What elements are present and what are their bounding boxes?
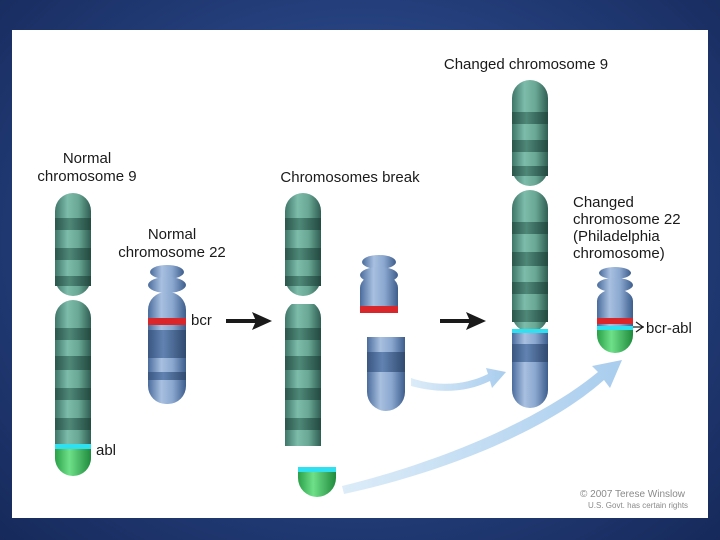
broken-abl-fragment <box>298 467 336 497</box>
step-arrow-1 <box>226 312 272 330</box>
normal22-label-line2: chromosome 22 <box>118 244 226 261</box>
changed9-label: Changed chromosome 9 <box>444 56 608 73</box>
bcr-label: bcr <box>191 312 212 329</box>
rights-credit: U.S. Govt. has certain rights <box>588 501 688 510</box>
broken-chromosome-9 <box>285 193 321 446</box>
changed-chromosome-9 <box>512 80 548 408</box>
abl-label: abl <box>96 442 116 459</box>
bcr-abl-label: bcr-abl <box>646 320 692 337</box>
bcr-band <box>148 318 186 325</box>
step-arrow-2 <box>440 312 486 330</box>
normal-chromosome-22 <box>148 265 186 404</box>
changed22-label-line2: chromosome 22 <box>573 211 681 228</box>
changed22-label-line3: (Philadelphia <box>573 228 660 245</box>
normal-chromosome-9 <box>55 193 91 476</box>
changed-chromosome-22 <box>597 267 645 353</box>
break-label: Chromosomes break <box>280 169 420 186</box>
copyright-credit: © 2007 Terese Winslow <box>580 489 686 500</box>
normal9-label-line1: Normal <box>63 150 111 167</box>
diagram-panel <box>12 30 708 518</box>
normal22-label-line1: Normal <box>148 226 196 243</box>
bcr-abl-junction <box>597 326 633 330</box>
abl-junction-band <box>55 444 91 449</box>
bcr-abl-red-band <box>597 318 633 324</box>
abl-gene-region <box>55 447 91 476</box>
changed9-junction <box>512 329 548 333</box>
changed22-label-line4: chromosome) <box>573 245 665 262</box>
flow-arrow-22-to-9 <box>411 368 506 391</box>
flow-arrow-abl-to-22 <box>342 360 622 494</box>
broken-chromosome-22 <box>360 255 405 411</box>
normal9-label-line2: chromosome 9 <box>37 168 136 185</box>
changed22-label-line1: Changed <box>573 194 634 211</box>
